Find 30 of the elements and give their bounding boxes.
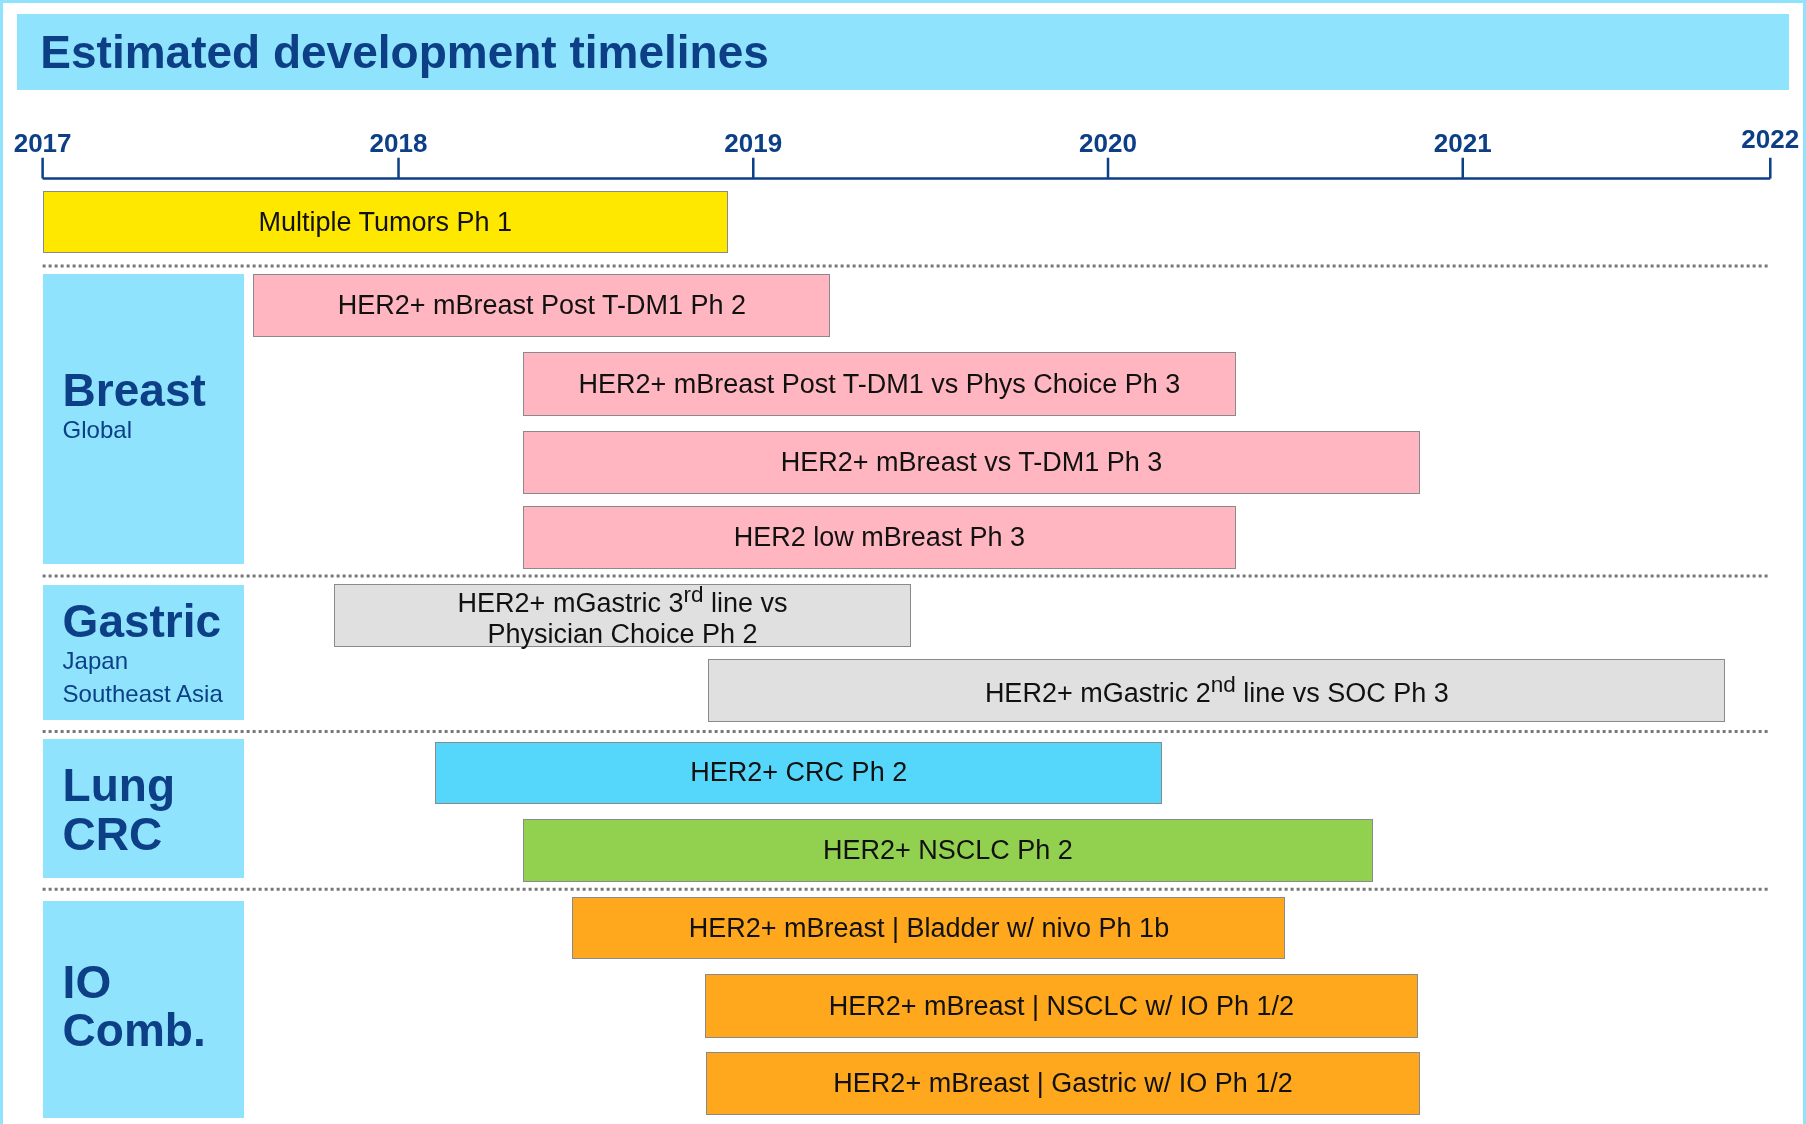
- timeline-bar: HER2+ mBreast vs T-DM1 Ph 3: [522, 430, 1421, 495]
- timeline-bar: HER2+ mBreast | Gastric w/ IO Ph 1/2: [706, 1051, 1421, 1115]
- timeline-bar: HER2+ mGastric 3$^{rd}$ line vs Physician Choice Ph 2: [334, 583, 912, 648]
- timeline-bar: HER2+ mBreast | Bladder w/ nivo Ph 1b: [572, 897, 1286, 960]
- year-label: 2020: [1079, 127, 1137, 159]
- category-heading: IO Comb.: [62, 957, 207, 1055]
- category-heading: Lung CRC: [62, 761, 176, 859]
- category-heading: Gastric: [62, 597, 223, 646]
- year-label: 2021: [1433, 127, 1492, 159]
- timeline-bar: HER2+ NSCLC Ph 2: [522, 818, 1373, 883]
- year-label: 2019: [724, 127, 783, 159]
- year-label: 2017: [13, 127, 72, 159]
- category-region: Japan: [62, 646, 129, 677]
- timeline-bar: HER2+ mGastric 2$^{nd}$ line vs SOC Ph 3: [708, 658, 1726, 723]
- timeline-bar: HER2+ mBreast | NSCLC w/ IO Ph 1/2: [704, 974, 1418, 1038]
- title: Estimated development timelines: [40, 24, 769, 79]
- category-region: Global: [62, 415, 133, 446]
- timeline-bar: HER2+ CRC Ph 2: [435, 741, 1163, 804]
- year-label: 2022: [1741, 124, 1800, 156]
- category-panel: [42, 900, 245, 1119]
- category-panel: [42, 739, 245, 878]
- category-panel: [42, 585, 245, 720]
- timeline-bar: HER2+ mBreast Post T-DM1 vs Phys Choice Ph 3: [522, 352, 1236, 416]
- category-panel: [42, 274, 245, 565]
- category-region: Southeast Asia: [62, 678, 224, 709]
- timeline-bar: Multiple Tumors Ph 1: [42, 191, 728, 254]
- timeline-bar: HER2 low mBreast Ph 3: [522, 505, 1236, 569]
- year-label: 2018: [369, 127, 428, 159]
- category-heading: Breast: [62, 366, 207, 415]
- timeline-bar: HER2+ mBreast Post T-DM1 Ph 2: [253, 274, 831, 338]
